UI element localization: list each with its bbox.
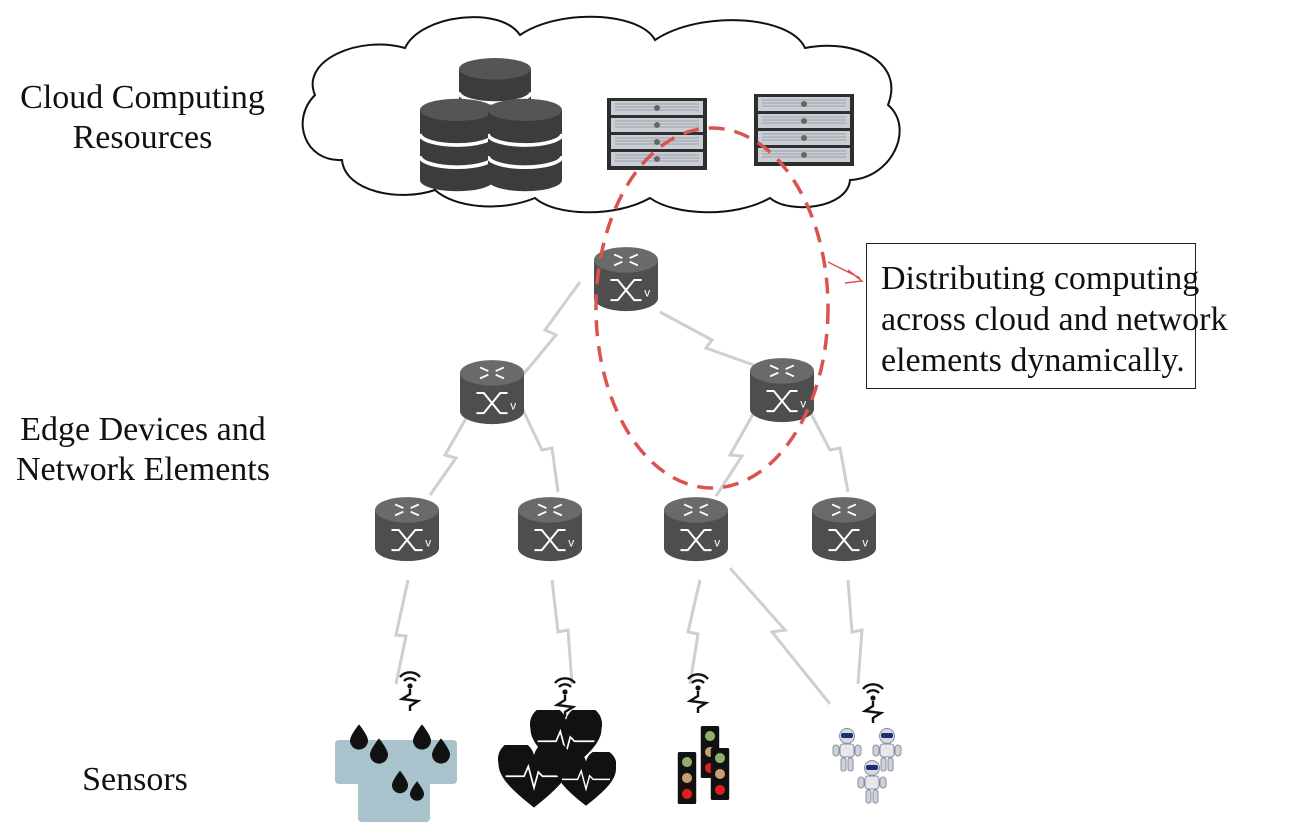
callout-line-3: elements dynamically. <box>881 342 1185 379</box>
cloud-layer-label: Cloud Computing Resources <box>10 78 275 158</box>
edge-layer-label: Edge Devices and Network Elements <box>8 410 278 490</box>
callout-box: Distributing computing across cloud and … <box>866 243 1228 389</box>
router-icon <box>594 247 658 313</box>
robot-icon <box>832 728 902 804</box>
server-rack-icon <box>754 94 854 166</box>
router-icons <box>375 247 876 563</box>
heart-monitor-icon <box>498 710 616 809</box>
server-rack-icon <box>607 98 707 170</box>
highlight-ellipse <box>594 126 830 490</box>
router-icon <box>375 497 439 563</box>
water-level-icon <box>335 724 457 822</box>
wireless-sensor-icon <box>861 683 885 724</box>
router-icon <box>750 358 814 424</box>
edge-label-line-1: Edge Devices and <box>20 411 266 448</box>
traffic-light-icon <box>677 726 730 804</box>
callout-arrow <box>827 261 864 284</box>
wireless-sensor-icon <box>398 671 422 712</box>
wireless-links <box>394 281 864 705</box>
router-icon <box>460 360 524 426</box>
cloud-label-line-1: Cloud Computing <box>20 79 265 116</box>
router-icon <box>518 497 582 563</box>
edge-label-line-2: Network Elements <box>16 451 270 488</box>
sensors-layer-label: Sensors <box>82 761 188 798</box>
cloud-label-line-2: Resources <box>72 119 213 156</box>
callout-line-1: Distributing computing <box>881 260 1200 297</box>
router-icon <box>812 497 876 563</box>
router-icon <box>664 497 728 563</box>
callout-line-2: across cloud and network <box>881 301 1228 338</box>
